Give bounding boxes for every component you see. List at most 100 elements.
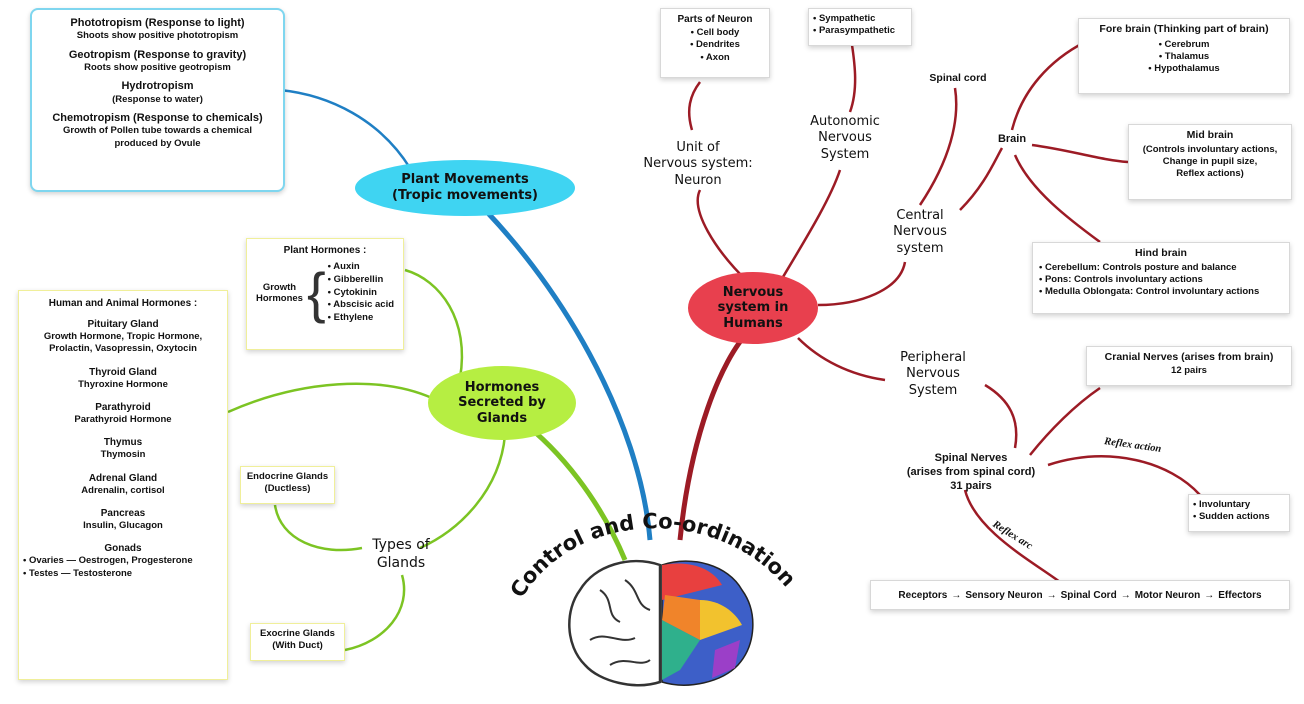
plant-hormone-item: • Gibberellin (327, 273, 384, 285)
arc-step: Sensory Neuron (965, 589, 1043, 601)
tropic-movements-box: Phototropism (Response to light) Shoots … (30, 8, 285, 192)
autonomic-box: • Sympathetic • Parasympathetic (808, 8, 912, 46)
branch-pns (797, 337, 886, 382)
involuntary-item: • Sudden actions (1193, 511, 1270, 523)
neuron-part: • Cell body (690, 27, 740, 38)
autonomic-item: • Parasympathetic (813, 25, 896, 37)
center-title-svg: Control and Co-ordination (506, 509, 801, 602)
branch-spinal-nerves (984, 383, 1018, 449)
gland-name: Pancreas (100, 508, 146, 520)
cranial-nerves-box: Cranial Nerves (arises from brain) 12 pa… (1086, 346, 1292, 386)
gland-hormones: Adrenalin, cortisol (81, 484, 165, 496)
spinal-nerves-label: Spinal Nerves (arises from spinal cord) … (896, 452, 1046, 493)
arrow-icon: → (1120, 589, 1131, 601)
cns-label: Central Nervous system (870, 208, 970, 257)
exocrine-glands-box: Exocrine Glands (With Duct) (250, 623, 345, 661)
gland-name: Thyroid Gland (89, 366, 157, 378)
branch-spinal-cord (918, 87, 958, 206)
nervous-node-line3: Humans (723, 315, 783, 331)
fore-brain-item: • Thalamus (1158, 50, 1210, 62)
plant-hormones-box: Plant Hormones : Growth Hormones { • Aux… (246, 238, 404, 350)
gland-name: Adrenal Gland (88, 472, 158, 484)
cranial-line1: Cranial Nerves (arises from brain) (1104, 351, 1274, 363)
branch-autonomic (778, 169, 842, 283)
spinal-cord-label: Spinal cord (929, 72, 987, 84)
spinal-nerves-line3: 31 pairs (950, 479, 992, 492)
pns-line2: Nervous (906, 366, 960, 382)
pns-line1: Peripheral (900, 350, 966, 365)
chemotropism-desc: Growth of Pollen tube towards a chemical… (63, 125, 252, 149)
geotropism-title: Geotropism (Response to gravity) (68, 48, 247, 61)
autonomic-line3: System (820, 146, 870, 162)
center-title: Control and Co-ordination (506, 509, 801, 602)
autonomic-line1: Autonomic (810, 114, 880, 129)
branch-cranial (1029, 386, 1101, 456)
endocrine-glands-box: Endocrine Glands (Ductless) (240, 466, 335, 504)
phototropism-desc: Shoots show positive phototropism (76, 30, 239, 42)
brace-icon: { (306, 261, 326, 325)
unit-neuron-label: Unit of Nervous system: Neuron (608, 140, 788, 189)
hind-brain-item: • Cerebellum: Controls posture and balan… (1039, 261, 1237, 273)
cranial-line2: 12 pairs (1171, 364, 1207, 376)
hormones-node-line3: Glands (476, 410, 528, 426)
neuron-part: • Dendrites (690, 39, 740, 51)
types-of-glands-line1: Types of (372, 537, 430, 553)
gonads-testes: • Testes — Testosterone (23, 567, 133, 579)
pns-label: Peripheral Nervous System (878, 350, 988, 399)
types-of-glands-line2: Glands (376, 554, 426, 571)
hind-brain-item: • Pons: Controls involuntary actions (1039, 273, 1203, 285)
unit-line1: Unit of (676, 140, 720, 155)
plant-hormones-title: Plant Hormones : (283, 245, 367, 256)
human-hormones-title: Human and Animal Hormones : (48, 298, 198, 309)
gland-hormones: Thymosin (100, 449, 146, 461)
brain-icon (568, 560, 754, 687)
chemotropism-title: Chemotropism (Response to chemicals) (52, 111, 263, 124)
arrow-icon: → (1204, 589, 1215, 601)
nervous-node-line1: Nervous (722, 284, 784, 300)
arc-step: Spinal Cord (1060, 589, 1117, 601)
branch-fore-brain (1010, 40, 1086, 131)
unit-line2: Nervous system: (643, 156, 753, 172)
hind-brain-box: Hind brain • Cerebellum: Controls postur… (1032, 242, 1290, 314)
branch-plant-hormones (404, 268, 464, 379)
gland-name: Parathyroid (95, 402, 151, 414)
types-of-glands-label: Types of Glands (356, 537, 446, 572)
branch-endocrine (273, 504, 363, 552)
gland-hormones: Growth Hormone, Tropic Hormone, Prolacti… (43, 331, 203, 355)
branch-exocrine (344, 574, 406, 652)
neuron-part: • Axon (700, 51, 730, 63)
hormones-node-line2: Secreted by (458, 395, 546, 411)
growth-hormones-line1: Growth (262, 281, 297, 293)
cns-line2: Nervous (893, 224, 947, 240)
gonads-ovaries: • Ovaries — Oestrogen, Progesterone (23, 555, 193, 567)
autonomic-line2: Nervous (818, 130, 872, 146)
plant-movements-node: Plant Movements (Tropic movements) (355, 160, 575, 216)
nervous-node-line2: system in (717, 300, 789, 316)
mid-brain-box: Mid brain (Controls involuntary actions,… (1128, 124, 1292, 200)
fore-brain-box: Fore brain (Thinking part of brain) • Ce… (1078, 18, 1290, 94)
exocrine-line2: (With Duct) (272, 640, 323, 652)
arrow-icon: → (1046, 589, 1057, 601)
unit-line3: Neuron (674, 172, 722, 188)
arrow-icon: → (951, 589, 962, 601)
reflex-arc-box: Receptors → Sensory Neuron → Spinal Cord… (870, 580, 1290, 610)
hind-brain-title: Hind brain (1135, 247, 1187, 259)
gonads-name: Gonads (104, 543, 142, 555)
autonomic-label: Autonomic Nervous System (790, 114, 900, 163)
nervous-system-node: Nervous system in Humans (688, 272, 818, 344)
branch-types-glands (419, 434, 507, 550)
exocrine-line1: Exocrine Glands (260, 628, 335, 639)
mid-brain-line1: (Controls involuntary actions, (1142, 143, 1278, 155)
plant-hormone-item: • Cytokinin (327, 286, 377, 298)
branch-plant-movements (463, 188, 653, 541)
mid-brain-line3: Reflex actions) (1176, 168, 1244, 180)
branch-plant-box (279, 88, 412, 169)
autonomic-item: • Sympathetic (813, 13, 876, 24)
branch-brain (959, 147, 1004, 211)
neuron-box-title: Parts of Neuron (677, 14, 753, 25)
hormones-node-line1: Hormones (464, 379, 540, 395)
brain-label: Brain (997, 133, 1027, 145)
hind-brain-item: • Medulla Oblongata: Control involuntary… (1039, 286, 1260, 298)
mid-brain-line2: Change in pupil size, (1162, 155, 1258, 167)
branch-autonomic-box (848, 44, 857, 113)
